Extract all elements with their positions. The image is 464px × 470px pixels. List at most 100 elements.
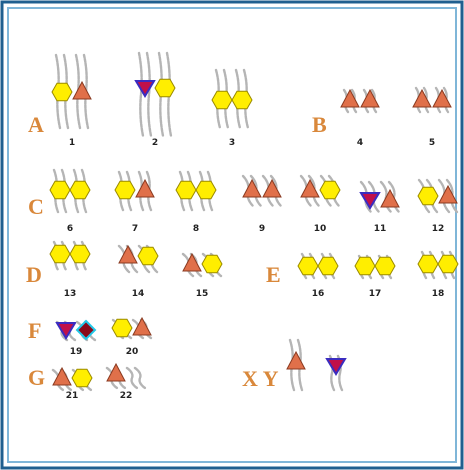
group-letter-c: C (28, 194, 44, 219)
marker-triangle-up (432, 88, 452, 108)
chromatid (125, 366, 139, 390)
marker-hexagon (437, 254, 459, 274)
marker-hexagon (49, 180, 71, 200)
marker-hexagon (111, 318, 133, 338)
marker-triangle-up (300, 178, 320, 198)
marker-hexagon (195, 180, 217, 200)
pair-number-1: 1 (69, 138, 75, 148)
pair-number-20: 20 (126, 347, 139, 357)
marker-hexagon (175, 180, 197, 200)
marker-triangle-up (262, 178, 282, 198)
marker-triangle-up (106, 362, 126, 382)
chromosome-pair-9: 9 (241, 174, 283, 234)
marker-hexagon (354, 256, 376, 276)
pair-number-19: 19 (70, 347, 83, 357)
pair-number-22: 22 (120, 391, 133, 401)
marker-triangle-up (412, 88, 432, 108)
marker-hexagon (319, 180, 341, 200)
marker-triangle-up (242, 178, 262, 198)
pair-number-5: 5 (429, 138, 435, 148)
chromosome-pair-22: 22 (105, 362, 147, 401)
marker-triangle-up (286, 350, 306, 370)
chromosome-pair-6: 6 (49, 168, 91, 234)
marker-triangle-down (359, 192, 381, 210)
marker-hexagon (69, 244, 91, 264)
chromosome-pair-15: 15 (181, 252, 223, 299)
chromosome-pair-4: 4 (340, 88, 380, 148)
marker-triangle-down (325, 358, 347, 376)
marker-hexagon (49, 244, 71, 264)
chromosome-pair-2: 2 (134, 51, 176, 148)
pair-number-6: 6 (67, 224, 73, 234)
marker-triangle-up (118, 244, 138, 264)
chromatid (145, 51, 153, 138)
marker-hexagon (211, 90, 233, 110)
marker-triangle-up (135, 178, 155, 198)
marker-triangle-up (380, 188, 400, 208)
chromosome-pair-3: 3 (211, 68, 253, 148)
pair-number-14: 14 (132, 289, 145, 299)
marker-triangle-up (72, 80, 92, 100)
chromosome-pair-12: 12 (417, 178, 459, 234)
pair-number-7: 7 (132, 224, 138, 234)
marker-triangle-up (182, 252, 202, 272)
pair-number-12: 12 (432, 224, 445, 234)
pair-number-8: 8 (193, 224, 199, 234)
chromosome-pair-8: 8 (175, 170, 217, 234)
marker-hexagon (51, 82, 73, 102)
chromosome-pair-7: 7 (114, 170, 155, 234)
group-letter-g: G (28, 365, 45, 390)
chromosome-pair-17: 17 (354, 254, 396, 299)
group-letter-xy: X Y (242, 366, 279, 391)
marker-hexagon (374, 256, 396, 276)
chromosome-pair-11: 11 (359, 180, 401, 234)
chromosome-pair-14: 14 (117, 244, 159, 299)
marker-triangle-up (340, 88, 360, 108)
group-letter-e: E (266, 262, 281, 287)
marker-hexagon (114, 180, 136, 200)
frame-inner-border (7, 7, 457, 463)
marker-hexagon (317, 256, 339, 276)
chromosome-pair-5: 5 (412, 86, 452, 148)
pair-number-15: 15 (196, 289, 209, 299)
pair-number-10: 10 (314, 224, 327, 234)
chromosome-pair-13: 13 (49, 240, 91, 299)
chromosome-pair-x (286, 338, 306, 392)
marker-hexagon (417, 254, 439, 274)
pair-number-16: 16 (312, 289, 325, 299)
marker-triangle-up (132, 316, 152, 336)
group-letter-a: A (28, 112, 44, 137)
group-letter-b: B (312, 112, 327, 137)
marker-hexagon (69, 180, 91, 200)
pair-number-2: 2 (152, 138, 158, 148)
chromosome-pair-1: 1 (51, 53, 92, 148)
marker-hexagon (71, 368, 93, 388)
marker-hexagon (417, 186, 439, 206)
chromosome-pair-20: 20 (111, 316, 153, 357)
group-letter-d: D (26, 262, 42, 287)
marker-triangle-down (134, 80, 156, 98)
pair-number-17: 17 (369, 289, 382, 299)
pair-number-13: 13 (64, 289, 77, 299)
marker-hexagon (231, 90, 253, 110)
marker-hexagon (201, 254, 223, 274)
pair-number-4: 4 (357, 138, 363, 148)
chromatid (133, 366, 147, 390)
marker-diamond (75, 319, 97, 341)
pair-number-18: 18 (432, 289, 445, 299)
chromosome-pair-18: 18 (417, 250, 459, 299)
group-letter-f: F (28, 318, 41, 343)
chromosome-pair-19: 19 (55, 319, 97, 357)
marker-triangle-up (52, 366, 72, 386)
marker-hexagon (137, 246, 159, 266)
chromosome-pair-y (325, 354, 347, 392)
marker-triangle-up (360, 88, 380, 108)
marker-hexagon (154, 78, 176, 98)
chromosome-pair-16: 16 (297, 252, 339, 299)
pair-number-9: 9 (259, 224, 265, 234)
pair-number-3: 3 (229, 138, 235, 148)
chromatid (137, 51, 145, 138)
chromosome-pair-21: 21 (51, 366, 93, 401)
pair-number-11: 11 (374, 224, 387, 234)
